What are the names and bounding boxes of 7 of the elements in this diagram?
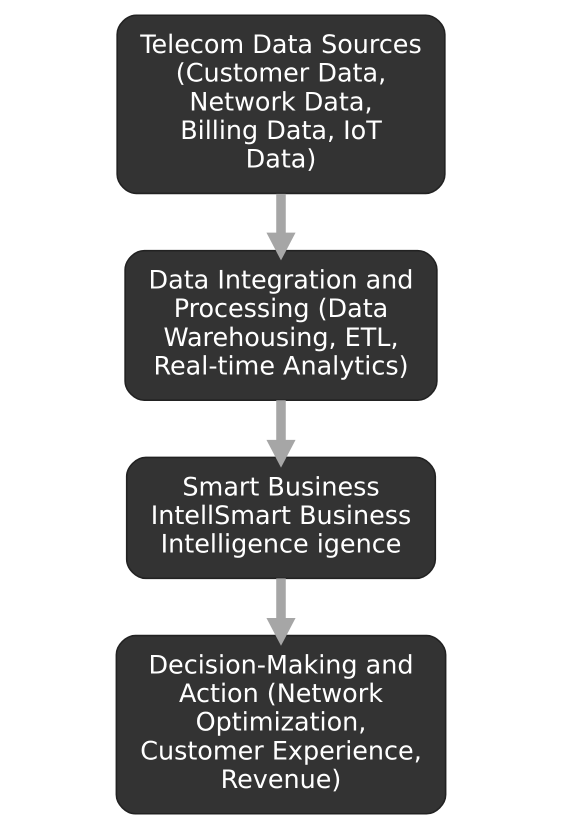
arrow <box>266 194 296 260</box>
node-box: Data Integration and Processing (Data Warehousing, ETL, Real-time Analytics) <box>124 250 438 401</box>
arrow <box>266 578 296 646</box>
node-box: Telecom Data Sources (Customer Data, Network Data, Billing Data, IoT Data) <box>116 14 446 194</box>
node-box: Decision-Making and Action (Network Optimization, Customer Experience, Revenue) <box>116 634 446 815</box>
arrow <box>266 400 296 468</box>
node-box: Smart Business IntellSmart Business Intelligence igence <box>126 456 436 580</box>
